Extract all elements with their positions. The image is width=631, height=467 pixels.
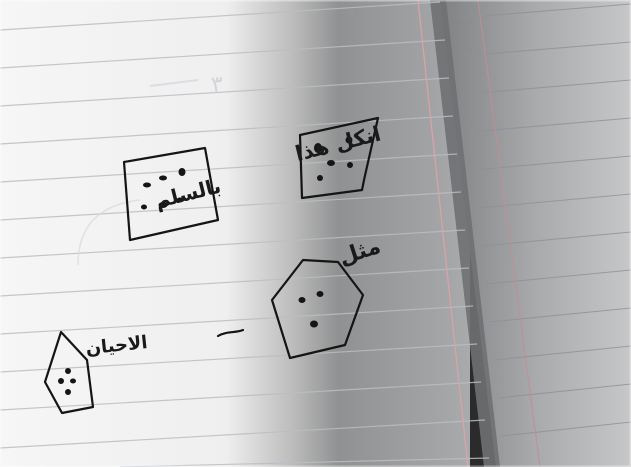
- photo-scene: ٣: [0, 0, 631, 467]
